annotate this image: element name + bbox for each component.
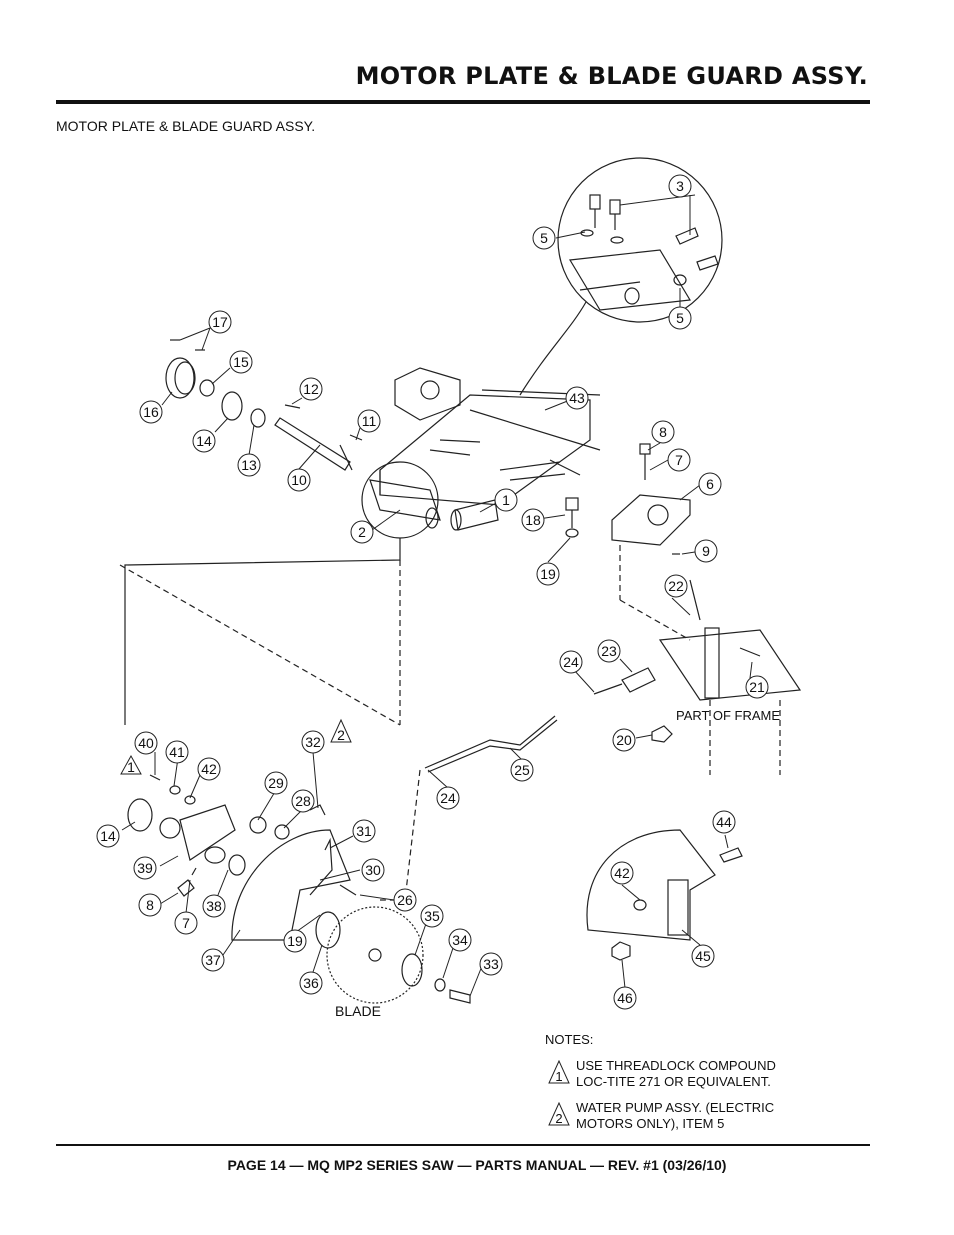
callout-1: 1 — [502, 492, 510, 508]
callout-15: 15 — [233, 354, 249, 370]
callout-6: 6 — [706, 476, 714, 492]
callout-29: 29 — [268, 775, 284, 791]
callout-5: 5 — [540, 230, 548, 246]
callout-5: 5 — [676, 310, 684, 326]
motor-plate — [379, 394, 591, 506]
callout-12: 12 — [303, 381, 319, 397]
saw-blade — [326, 906, 424, 1004]
callout-40: 40 — [138, 735, 154, 751]
callout-33: 33 — [483, 956, 499, 972]
threadlock-mark: 1 — [127, 759, 135, 775]
callout-41: 41 — [169, 744, 185, 760]
callout-9: 9 — [702, 543, 710, 559]
callout-36: 36 — [303, 975, 319, 991]
callout-21: 21 — [749, 679, 765, 695]
callout-13: 13 — [241, 457, 257, 473]
detail-circle-left — [361, 461, 439, 539]
callout-42: 42 — [614, 865, 630, 881]
callout-31: 31 — [356, 823, 372, 839]
section-subtitle: MOTOR PLATE & BLADE GUARD ASSY. — [56, 118, 316, 134]
callout-17: 17 — [212, 314, 228, 330]
callout-35: 35 — [424, 908, 440, 924]
callout-11: 11 — [362, 413, 377, 429]
top-divider — [56, 100, 870, 104]
blade-label: BLADE — [335, 1003, 381, 1019]
callout-34: 34 — [452, 932, 468, 948]
part-of-frame-label: PART OF FRAME — [676, 708, 780, 723]
callout-7: 7 — [182, 915, 190, 931]
callout-45: 45 — [695, 948, 711, 964]
callout-10: 10 — [291, 472, 307, 488]
detail-magnifier-circle — [557, 157, 723, 323]
note-line: LOC-TITE 271 OR EQUIVALENT. — [576, 1074, 771, 1089]
water-pump-mark: 2 — [337, 727, 345, 743]
callout-38: 38 — [206, 898, 222, 914]
callout-16: 16 — [143, 404, 159, 420]
callout-2: 2 — [358, 524, 366, 540]
note-line: WATER PUMP ASSY. (ELECTRIC — [576, 1100, 775, 1115]
callout-3: 3 — [676, 178, 684, 194]
warning-triangle-icon: 2 — [548, 1102, 570, 1126]
callout-25: 25 — [514, 762, 530, 778]
callout-37: 37 — [205, 952, 221, 968]
page-title: MOTOR PLATE & BLADE GUARD ASSY. — [355, 62, 868, 90]
callout-19: 19 — [287, 933, 303, 949]
callout-43: 43 — [569, 390, 585, 406]
callout-8: 8 — [659, 424, 667, 440]
bottom-divider — [56, 1144, 870, 1146]
note-line: USE THREADLOCK COMPOUND — [576, 1058, 776, 1073]
callout-20: 20 — [616, 732, 632, 748]
callout-32: 32 — [305, 734, 321, 750]
callout-30: 30 — [365, 862, 381, 878]
page-footer: PAGE 14 — MQ MP2 SERIES SAW — PARTS MANU… — [227, 1157, 727, 1173]
callout-24: 24 — [440, 790, 456, 806]
callout-22: 22 — [668, 578, 684, 594]
callout-39: 39 — [137, 860, 153, 876]
note-line: MOTORS ONLY), ITEM 5 — [576, 1116, 725, 1131]
callout-7: 7 — [675, 452, 683, 468]
callout-46: 46 — [617, 990, 633, 1006]
callout-19: 19 — [540, 566, 556, 582]
callout-14: 14 — [196, 433, 212, 449]
callout-28: 28 — [295, 793, 311, 809]
callout-8: 8 — [146, 897, 154, 913]
warning-triangle-icon: 1 — [548, 1060, 570, 1084]
callout-44: 44 — [716, 814, 732, 830]
callout-26: 26 — [397, 892, 413, 908]
svg-text:1: 1 — [555, 1069, 562, 1084]
callout-42: 42 — [201, 761, 217, 777]
blade-guard — [231, 829, 351, 941]
notes-title: NOTES: — [545, 1032, 594, 1047]
callout-18: 18 — [525, 512, 541, 528]
svg-text:2: 2 — [555, 1111, 562, 1126]
callout-24: 24 — [563, 654, 579, 670]
callout-23: 23 — [601, 643, 617, 659]
callout-14: 14 — [100, 828, 116, 844]
